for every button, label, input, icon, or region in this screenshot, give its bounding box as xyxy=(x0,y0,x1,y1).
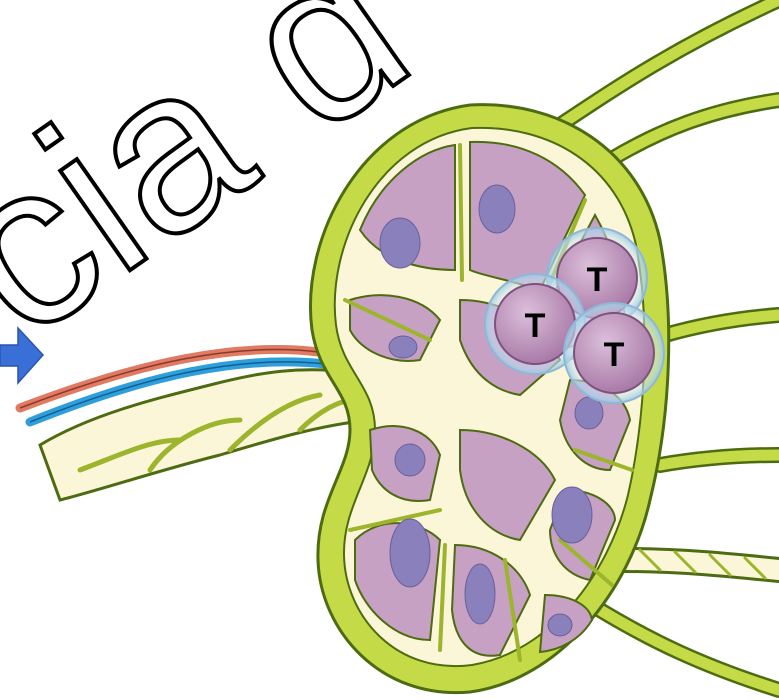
efferent-lymphatic xyxy=(40,370,370,500)
efferent-vessels xyxy=(20,349,370,500)
svg-text:T: T xyxy=(604,336,625,374)
svg-text:T: T xyxy=(587,261,608,299)
t-cell: T xyxy=(564,303,664,403)
svg-text:T: T xyxy=(525,307,546,345)
